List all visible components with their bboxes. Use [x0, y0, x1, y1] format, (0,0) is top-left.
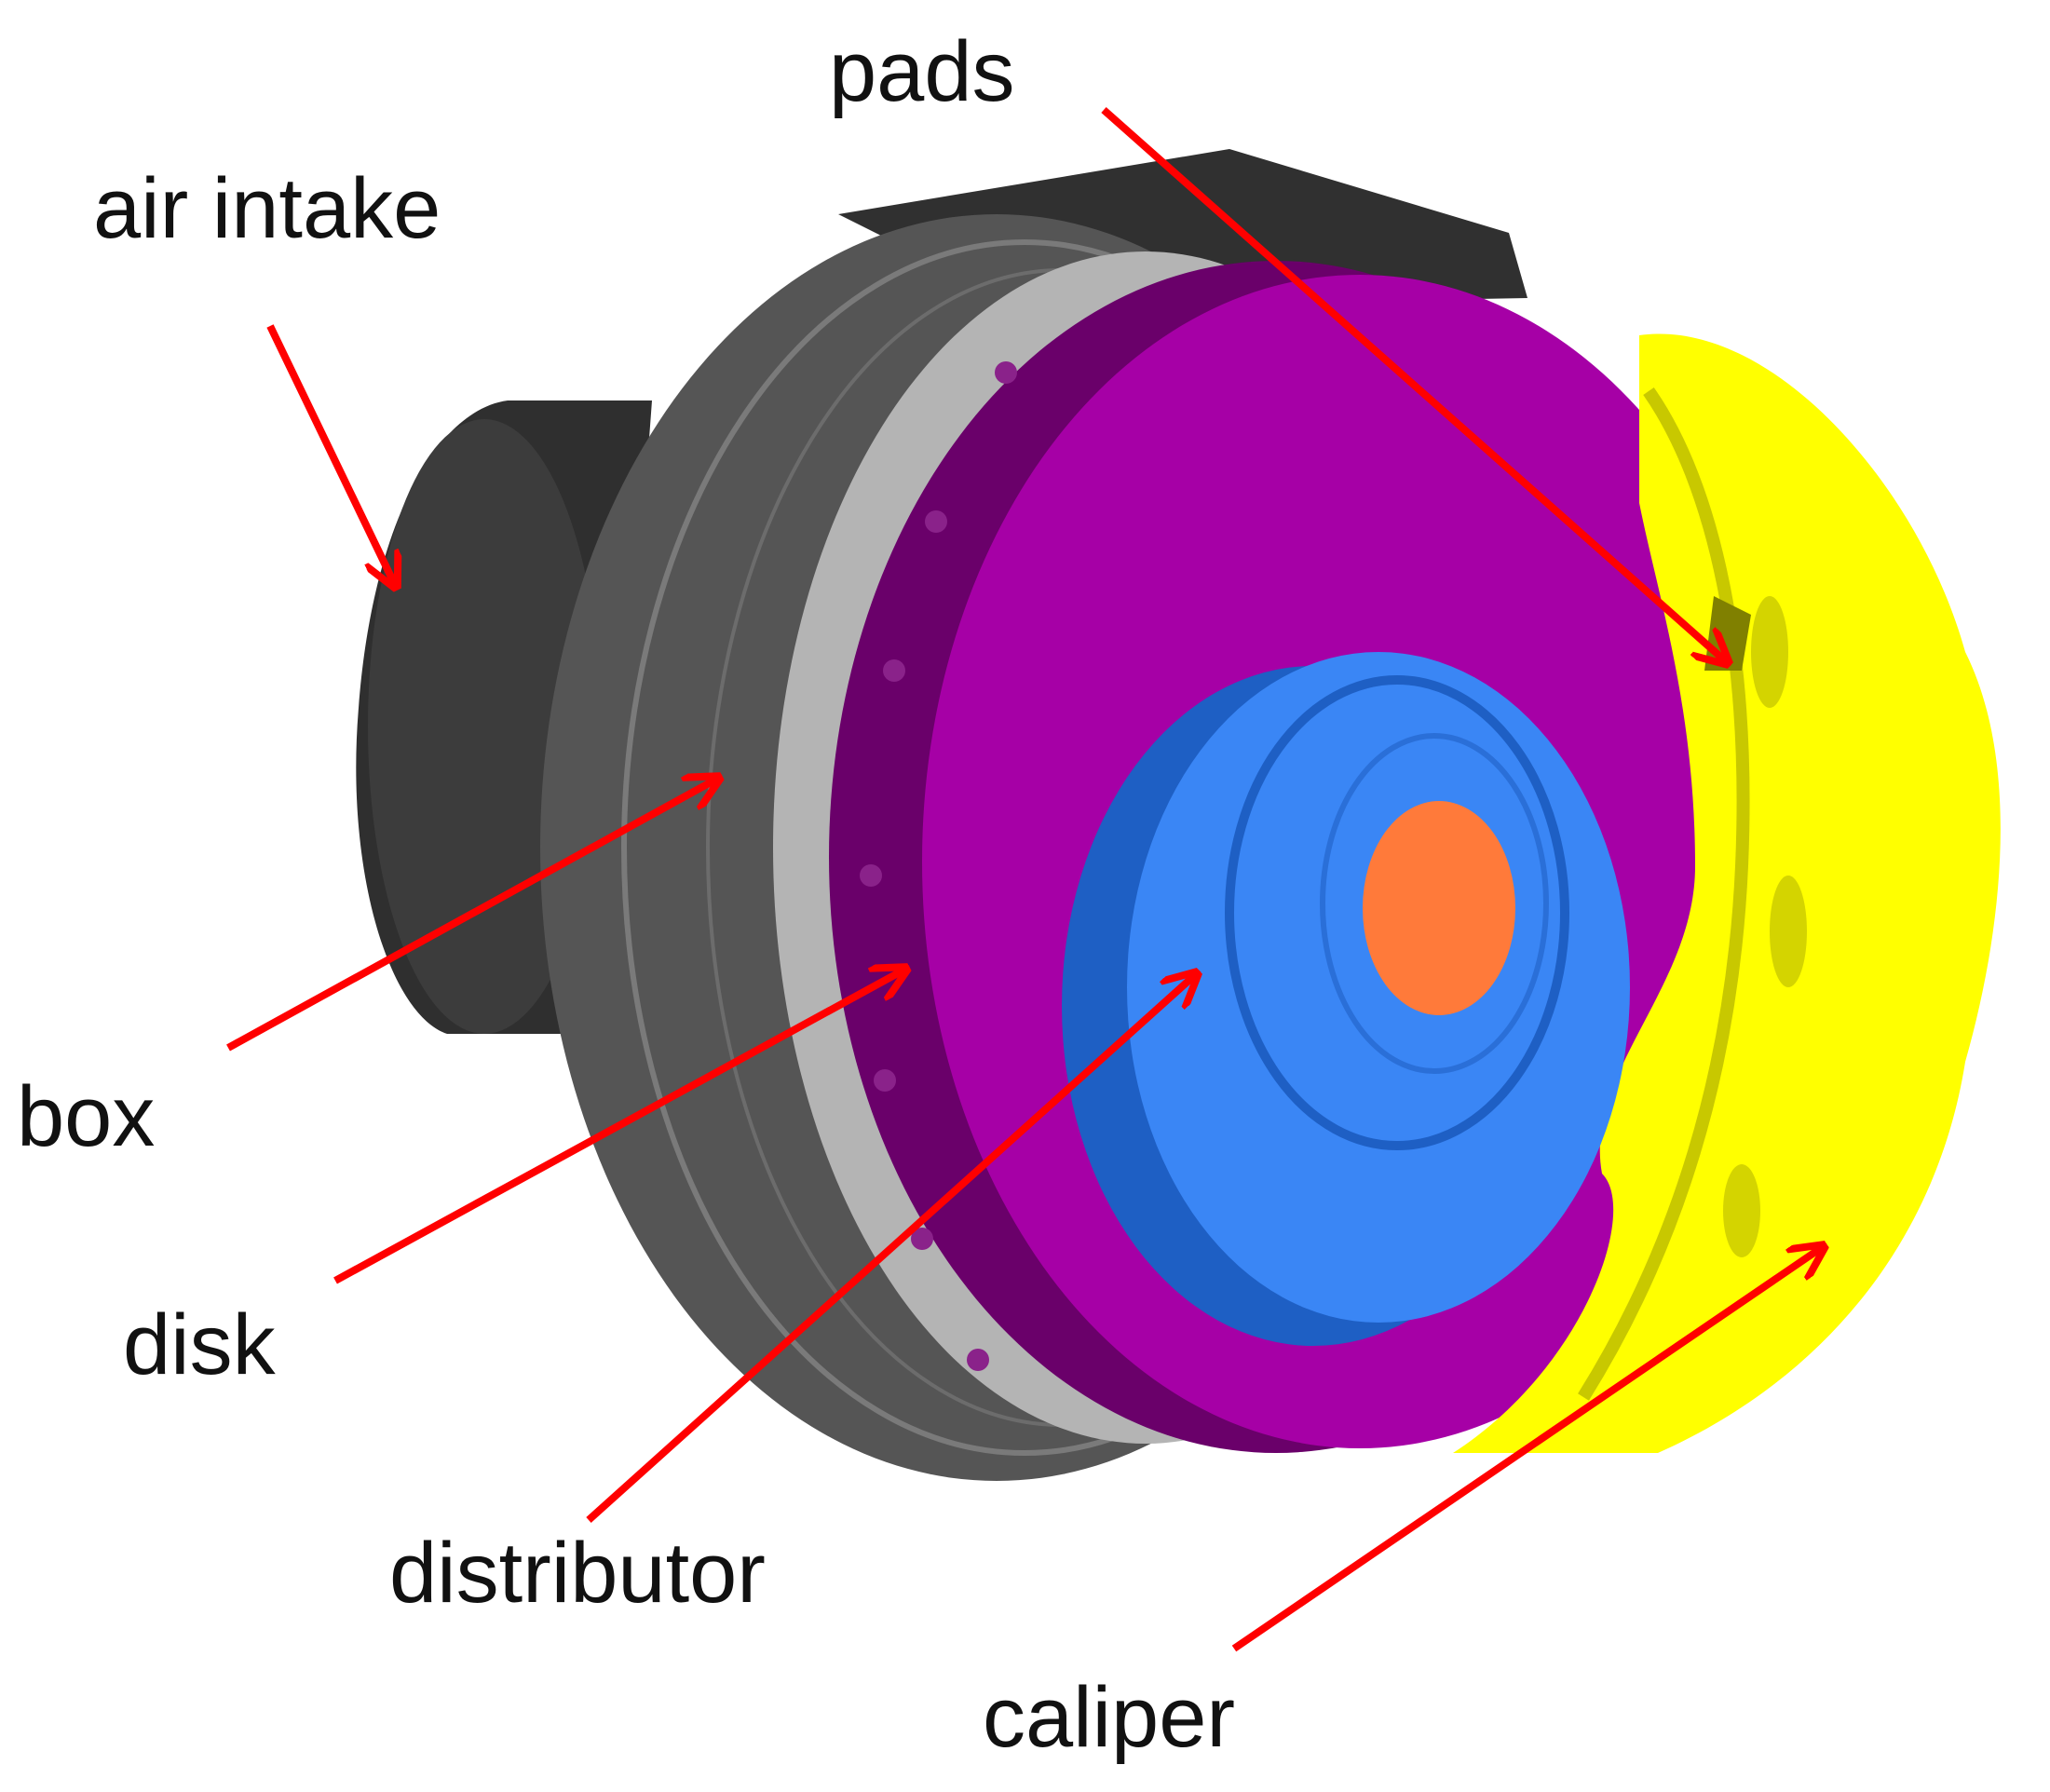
- caliper-part: [1453, 333, 2001, 1453]
- label-caliper: caliper: [983, 1670, 1235, 1765]
- label-air-intake: air intake: [93, 161, 441, 256]
- label-disk: disk: [123, 1297, 277, 1392]
- label-pads: pads: [829, 24, 1015, 119]
- pads-arrow: [1101, 107, 1728, 663]
- label-box: box: [17, 1069, 155, 1164]
- air-intake-arrow: [266, 324, 396, 587]
- callout-arrows: [226, 107, 1824, 1652]
- caliper-arrow: [1231, 1246, 1824, 1652]
- disk-arrow: [333, 969, 906, 1284]
- distributor-arrow: [586, 973, 1197, 1523]
- box-arrow: [226, 778, 719, 1052]
- hub-part: [1363, 801, 1515, 1015]
- label-distributor: distributor: [389, 1526, 766, 1621]
